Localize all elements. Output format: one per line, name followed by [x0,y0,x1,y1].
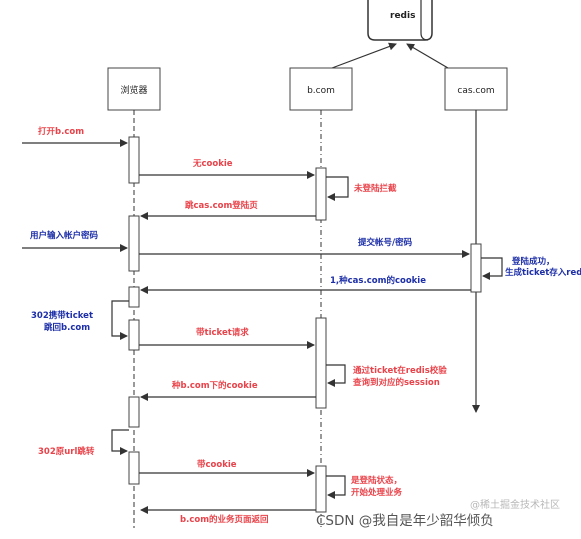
msg-back-to-bcom: 跳回b.com [44,322,90,333]
msg-open-bcom: 打开b.com [38,126,84,137]
redis-node: redis [367,0,433,41]
arrow-login-success-self [481,257,503,280]
browser-participant: 浏览器 [107,67,161,111]
arrow-verify-ticket-self [326,364,346,387]
cas-to-redis-arrow [406,43,449,69]
arrow-302-ticket-self [111,300,129,340]
juejin-watermark: @稀土掘金技术社区 [470,498,560,511]
cascom-label: cas.com [457,86,494,96]
msg-business-page-return: b.com的业务页面返回 [180,514,269,525]
msg-user-input: 用户输入帐户密码 [29,230,99,241]
msg-ticket-request: 带ticket请求 [196,327,249,338]
msg-with-cookie: 带cookie [197,459,237,470]
msg-redirect-cas-login: 跳cas.com登陆页 [185,200,258,211]
msg-set-cas-cookie: 1,种cas.com的cookie [330,275,426,286]
msg-store-ticket: 生成ticket存入redis [505,267,581,278]
cascom-participant: cas.com [444,67,508,111]
msg-intercept: 未登陆拦截 [353,183,397,194]
msg-verify-ticket: 通过ticket在redis校验 [353,365,447,376]
arrow-intercept-self [326,176,349,201]
msg-logged-in: 是登陆状态， [350,475,402,486]
bcom-label: b.com [307,86,335,96]
msg-no-cookie: 无cookie [192,159,233,169]
msg-set-bcom-cookie: 种b.com下的cookie [171,380,258,391]
browser-activations [128,136,140,485]
arrow-process-business-self [326,475,346,499]
csdn-watermark: CSDN @我自是年少韶华倾负 [316,513,494,529]
msg-302-ticket: 302携带ticket [31,310,93,321]
redis-label: redis [390,11,415,21]
msg-submit-credentials: 提交帐号/密码 [358,237,413,248]
bcom-to-redis-arrow [331,42,397,69]
bcom-activations [315,167,327,513]
bcom-participant: b.com [289,67,353,111]
cascom-activation [470,243,482,293]
msg-find-session: 查询到对应的session [352,377,440,388]
msg-302-url: 302原url跳转 [38,446,95,457]
msg-start-business: 开始处理业务 [351,487,403,498]
browser-label: 浏览器 [120,84,147,96]
msg-login-success: 登陆成功， [511,256,555,267]
arrow-302-url-self [111,429,129,455]
